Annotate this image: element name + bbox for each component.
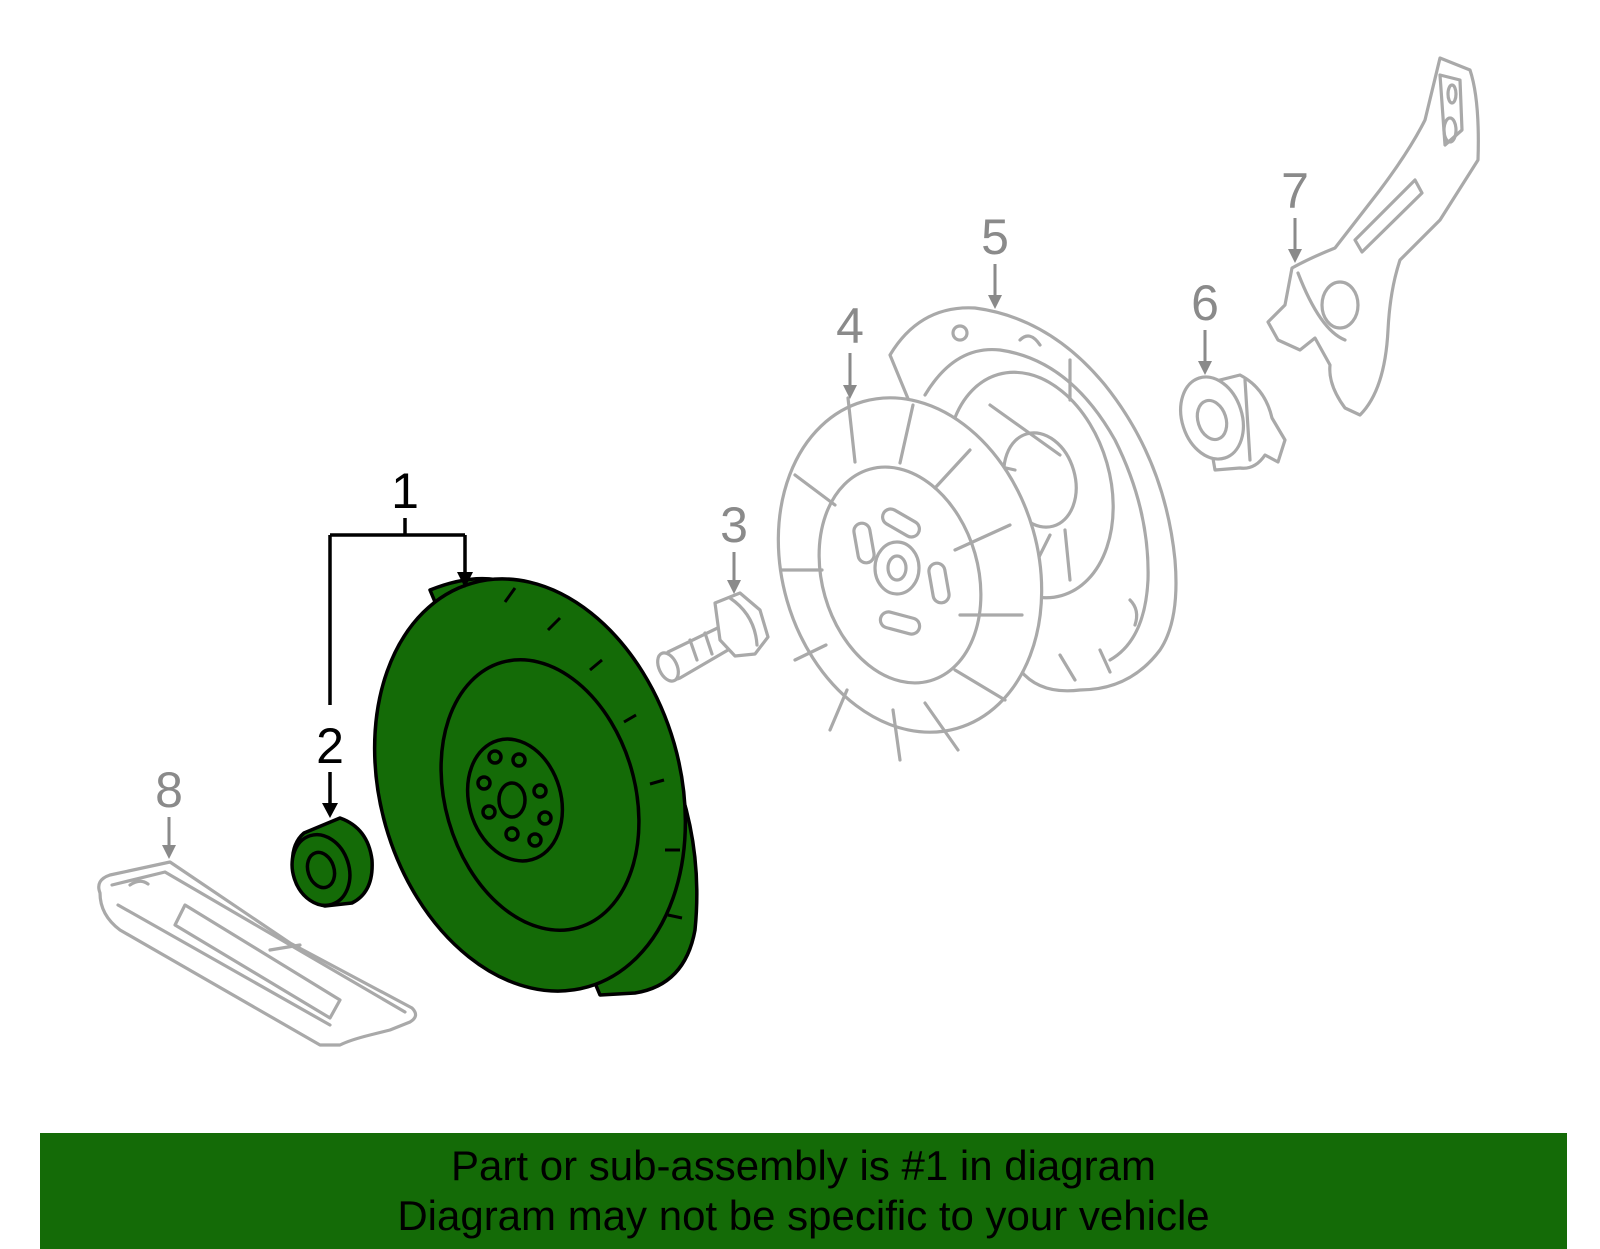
part-2-pilot-bushing[interactable]: [283, 816, 374, 913]
part-4-clutch-disc[interactable]: [740, 366, 1080, 763]
info-banner: Part or sub-assembly is #1 in diagram Di…: [40, 1133, 1567, 1249]
callout-7: 7: [1281, 163, 1309, 219]
callout-8: 8: [155, 762, 183, 818]
callout-1: 1: [391, 463, 419, 519]
part-3-bolt[interactable]: [654, 591, 770, 684]
callout-3: 3: [720, 497, 748, 553]
callout-5: 5: [981, 209, 1009, 265]
callout-2: 2: [316, 718, 344, 774]
leader-lines: [162, 218, 1302, 859]
callout-4: 4: [836, 298, 864, 354]
callout-6: 6: [1191, 275, 1219, 331]
flywheel-bolt-holes: [476, 749, 553, 848]
banner-line-1: Part or sub-assembly is #1 in diagram: [451, 1142, 1156, 1189]
part-7-release-fork[interactable]: [1266, 56, 1480, 417]
part-8-bracket[interactable]: [97, 860, 418, 1047]
part-1-flywheel[interactable]: [328, 542, 732, 1028]
banner-line-2: Diagram may not be specific to your vehi…: [397, 1192, 1210, 1239]
callout-labels: 1 2 3 4 5 6 7 8: [155, 163, 1309, 818]
part-6-release-bearing[interactable]: [1170, 369, 1287, 472]
